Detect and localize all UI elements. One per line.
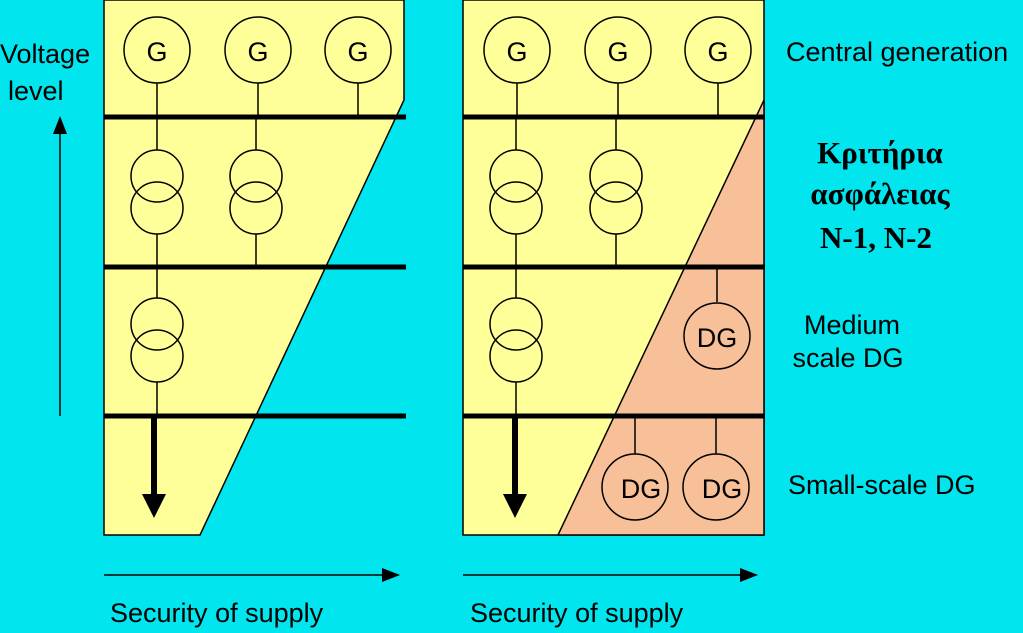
left-transformer-3	[130, 267, 184, 416]
generator-label: G	[347, 37, 368, 67]
dg-zone	[556, 99, 765, 536]
right-transformer-2	[589, 117, 643, 267]
left-transformer-2	[229, 117, 283, 267]
security-label-right: Security of supply	[470, 598, 684, 628]
security-axis-right: Security of supply	[463, 568, 758, 628]
generator-label: G	[607, 37, 628, 67]
dg-label: DG	[621, 474, 662, 504]
medium-dg-unit: DG	[683, 267, 751, 370]
right-generator-3: G	[684, 16, 752, 117]
security-axis-left: Security of supply	[104, 568, 400, 628]
left-load-arrow	[142, 416, 166, 518]
criteria-label-2: ασφάλειας	[810, 176, 950, 211]
central-generation-label: Central generation	[786, 37, 1008, 67]
generator-label: G	[506, 37, 527, 67]
right-generator-1: G	[483, 16, 551, 117]
criteria-label-1: Κριτήρια	[817, 135, 943, 170]
small-dg-unit-2: DG	[682, 416, 750, 521]
medium-dg-label-1: Medium	[804, 310, 900, 340]
right-load-arrow	[503, 416, 527, 518]
voltage-axis-label-2: level	[8, 76, 64, 106]
right-panel: G G G	[462, 0, 765, 536]
voltage-axis: Voltage level	[0, 39, 90, 416]
left-generator-3: G	[324, 16, 392, 117]
generator-label: G	[146, 37, 167, 67]
left-panel: G G G	[103, 0, 406, 536]
dg-label: DG	[697, 323, 738, 353]
generator-label: G	[707, 37, 728, 67]
medium-dg-label-2: scale DG	[792, 343, 903, 373]
criteria-label-3: N-1, N-2	[820, 220, 932, 255]
right-transformer-1	[489, 117, 543, 267]
dg-label: DG	[702, 474, 743, 504]
right-transformer-3	[489, 267, 543, 416]
small-dg-label: Small-scale DG	[788, 470, 976, 500]
left-generator-2: G	[224, 16, 292, 117]
voltage-axis-arrowhead	[53, 116, 67, 134]
left-transformer-1	[130, 117, 184, 267]
voltage-axis-label-1: Voltage	[0, 39, 90, 69]
generator-label: G	[247, 37, 268, 67]
right-generator-2: G	[584, 16, 652, 117]
security-label-left: Security of supply	[110, 598, 324, 628]
left-generator-1: G	[123, 16, 191, 117]
small-dg-unit-1: DG	[601, 416, 669, 521]
